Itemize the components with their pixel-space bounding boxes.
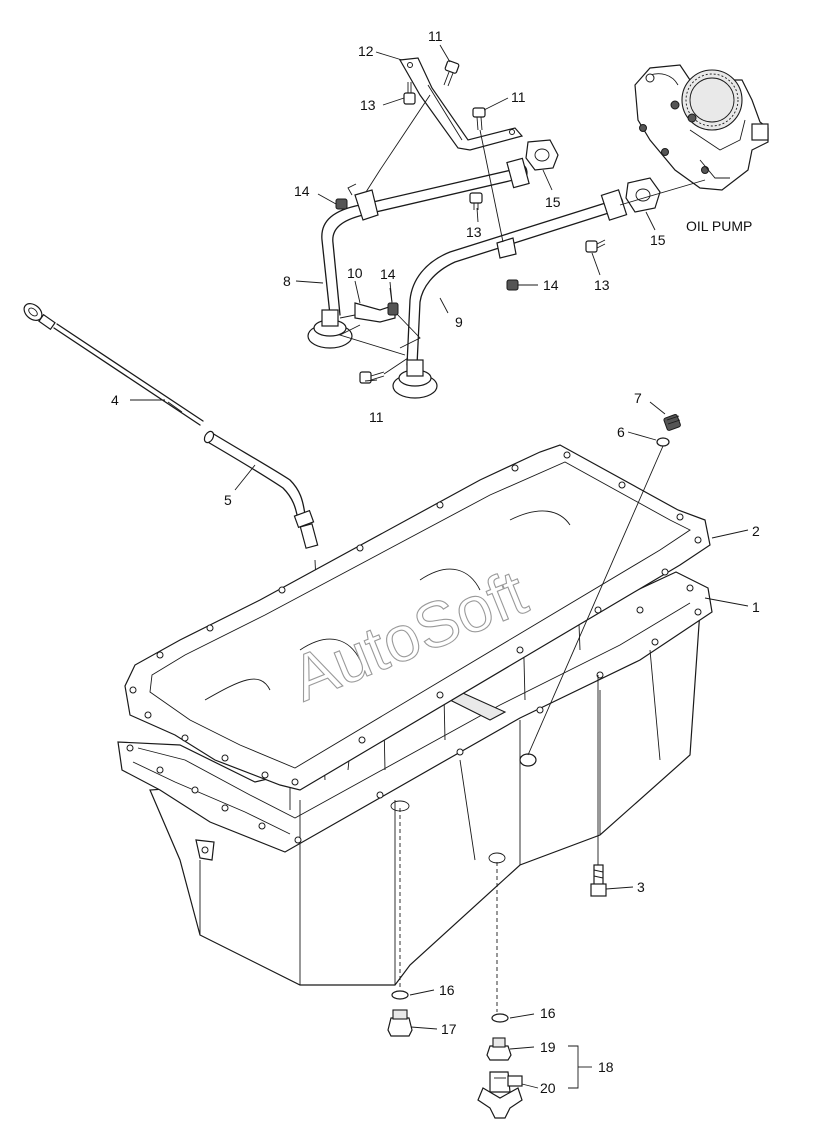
callout-1: 1 bbox=[752, 599, 760, 615]
callout-9: 9 bbox=[455, 314, 463, 330]
callout-16-left: 16 bbox=[439, 982, 455, 998]
callout-14-left: 14 bbox=[294, 183, 310, 199]
callout-13-middle: 13 bbox=[466, 224, 482, 240]
oil-strainer-tube-9 bbox=[392, 189, 628, 399]
oil-strainer-tube-8 bbox=[307, 157, 530, 349]
callout-19: 19 bbox=[540, 1039, 556, 1055]
callout-14-bracket: 14 bbox=[380, 266, 396, 282]
callout-11-top: 11 bbox=[428, 28, 443, 44]
callout-8: 8 bbox=[283, 273, 291, 289]
bolt-13-middle bbox=[469, 192, 483, 210]
callout-15-right: 15 bbox=[650, 232, 666, 248]
washer-6 bbox=[656, 437, 670, 447]
callout-labels: 1 2 3 4 5 6 7 8 9 10 11 11 11 12 13 13 1… bbox=[111, 28, 760, 1096]
flange-gasket-15-left bbox=[525, 139, 559, 171]
bolt-3 bbox=[590, 675, 607, 897]
callout-4: 4 bbox=[111, 392, 119, 408]
callout-6: 6 bbox=[617, 424, 625, 440]
plug-7 bbox=[663, 414, 681, 431]
drain-plug-19 bbox=[486, 1037, 512, 1061]
callout-16-right: 16 bbox=[540, 1005, 556, 1021]
bolt-13-upper bbox=[403, 82, 416, 105]
oil-pump bbox=[619, 64, 769, 206]
callout-13-right: 13 bbox=[594, 277, 610, 293]
drain-plug-17 bbox=[387, 1009, 413, 1037]
callout-2: 2 bbox=[752, 523, 760, 539]
callout-12: 12 bbox=[358, 43, 374, 59]
callout-11-bottom: 11 bbox=[369, 409, 384, 425]
washer-16-left bbox=[391, 990, 409, 1000]
oil-pump-label: OIL PUMP bbox=[686, 218, 752, 234]
nut-14-bracket bbox=[387, 302, 399, 316]
dipstick-guide-tube bbox=[203, 430, 319, 549]
nut-14-right bbox=[506, 279, 519, 291]
callout-18: 18 bbox=[598, 1059, 614, 1075]
callout-7: 7 bbox=[634, 390, 642, 406]
callout-10: 10 bbox=[347, 265, 363, 281]
callout-5: 5 bbox=[224, 492, 232, 508]
drain-cock-20 bbox=[477, 1071, 523, 1119]
bracket-12 bbox=[365, 57, 524, 193]
callout-15-left: 15 bbox=[545, 194, 561, 210]
bracket-10 bbox=[338, 302, 421, 356]
nut-14-left bbox=[335, 198, 348, 210]
washer-16-right bbox=[491, 1013, 509, 1023]
bolt-11-top bbox=[443, 60, 460, 87]
bolt-11-mid bbox=[472, 107, 504, 243]
oil-pan-gasket bbox=[124, 444, 711, 791]
callout-3: 3 bbox=[637, 879, 645, 895]
callout-17: 17 bbox=[441, 1021, 457, 1037]
dipstick bbox=[23, 303, 204, 426]
bolt-11-bottom bbox=[359, 357, 409, 384]
callout-20: 20 bbox=[540, 1080, 556, 1096]
callout-11-mid: 11 bbox=[511, 89, 526, 105]
gasket-bolt-holes bbox=[129, 451, 702, 786]
leader-lines bbox=[130, 44, 749, 1089]
callout-13-upper: 13 bbox=[360, 97, 376, 113]
callout-14-right: 14 bbox=[543, 277, 559, 293]
pan-flange-holes bbox=[126, 584, 702, 844]
flange-gasket-15-right bbox=[625, 177, 661, 213]
bolt-13-right bbox=[585, 239, 606, 253]
